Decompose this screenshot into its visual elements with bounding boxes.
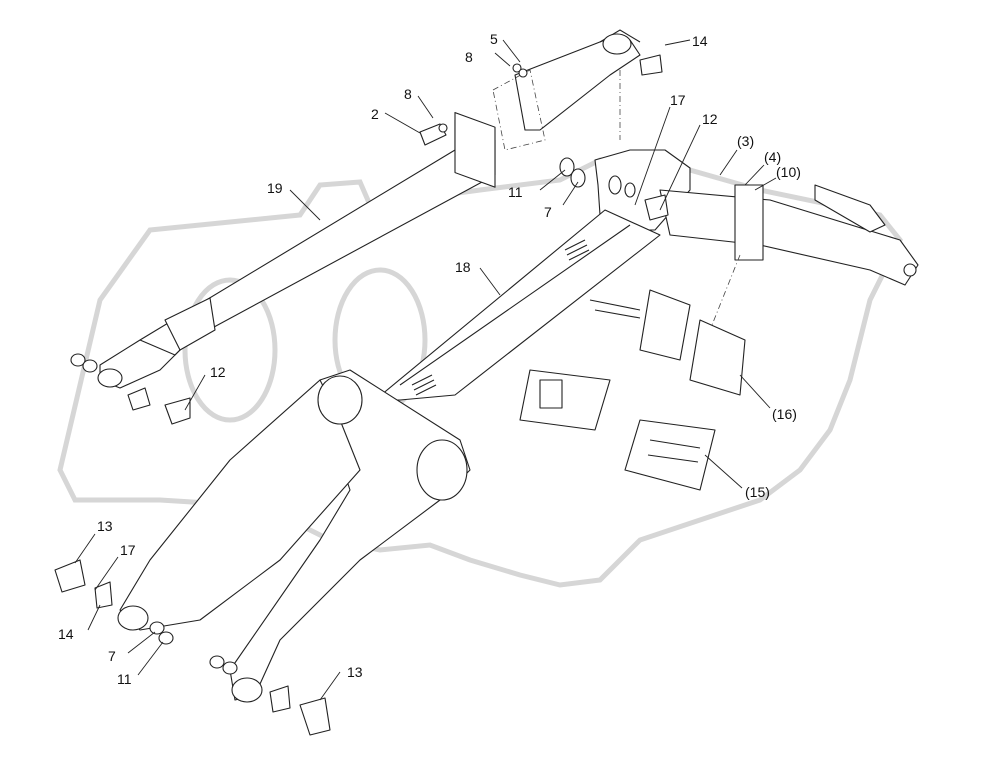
label-17-top: 17	[670, 92, 686, 108]
boom-arm-left-19	[97, 112, 496, 389]
label-7-top: 7	[544, 204, 552, 220]
label-11-top: 11	[508, 184, 523, 200]
label-15: (15)	[745, 484, 770, 500]
arm-right-bracket	[659, 184, 919, 381]
label-7-bottom: 7	[108, 648, 116, 664]
label-3: (3)	[737, 133, 754, 149]
label-17-left: 17	[120, 542, 136, 558]
lower-loader-frame	[117, 369, 471, 703]
label-14-left: 14	[58, 626, 74, 642]
label-13-bottom: 13	[347, 664, 363, 680]
label-10: (10)	[776, 164, 801, 180]
label-13-left: 13	[97, 518, 113, 534]
label-8-top-left: 8	[404, 86, 412, 102]
boom-main-18	[374, 209, 661, 401]
label-12-left: 12	[210, 364, 226, 380]
label-14-top: 14	[692, 33, 708, 49]
label-12-top: 12	[702, 111, 718, 127]
label-2: 2	[371, 106, 379, 122]
leader-lines	[74, 39, 777, 701]
label-18: 18	[455, 259, 471, 275]
decal-plates	[519, 289, 746, 491]
label-19: 19	[267, 180, 283, 196]
hardware-pins-bushings	[54, 54, 669, 736]
label-11-bottom: 11	[117, 671, 132, 687]
callout-labels: 2 8 8 5 14 19 11 7 17 12 (3) (4) (10) 18…	[58, 31, 801, 687]
label-8-top: 8	[465, 49, 473, 65]
label-16: (16)	[772, 406, 797, 422]
label-4: (4)	[764, 149, 781, 165]
hydraulic-cylinder	[492, 29, 641, 151]
label-5: 5	[490, 31, 498, 47]
